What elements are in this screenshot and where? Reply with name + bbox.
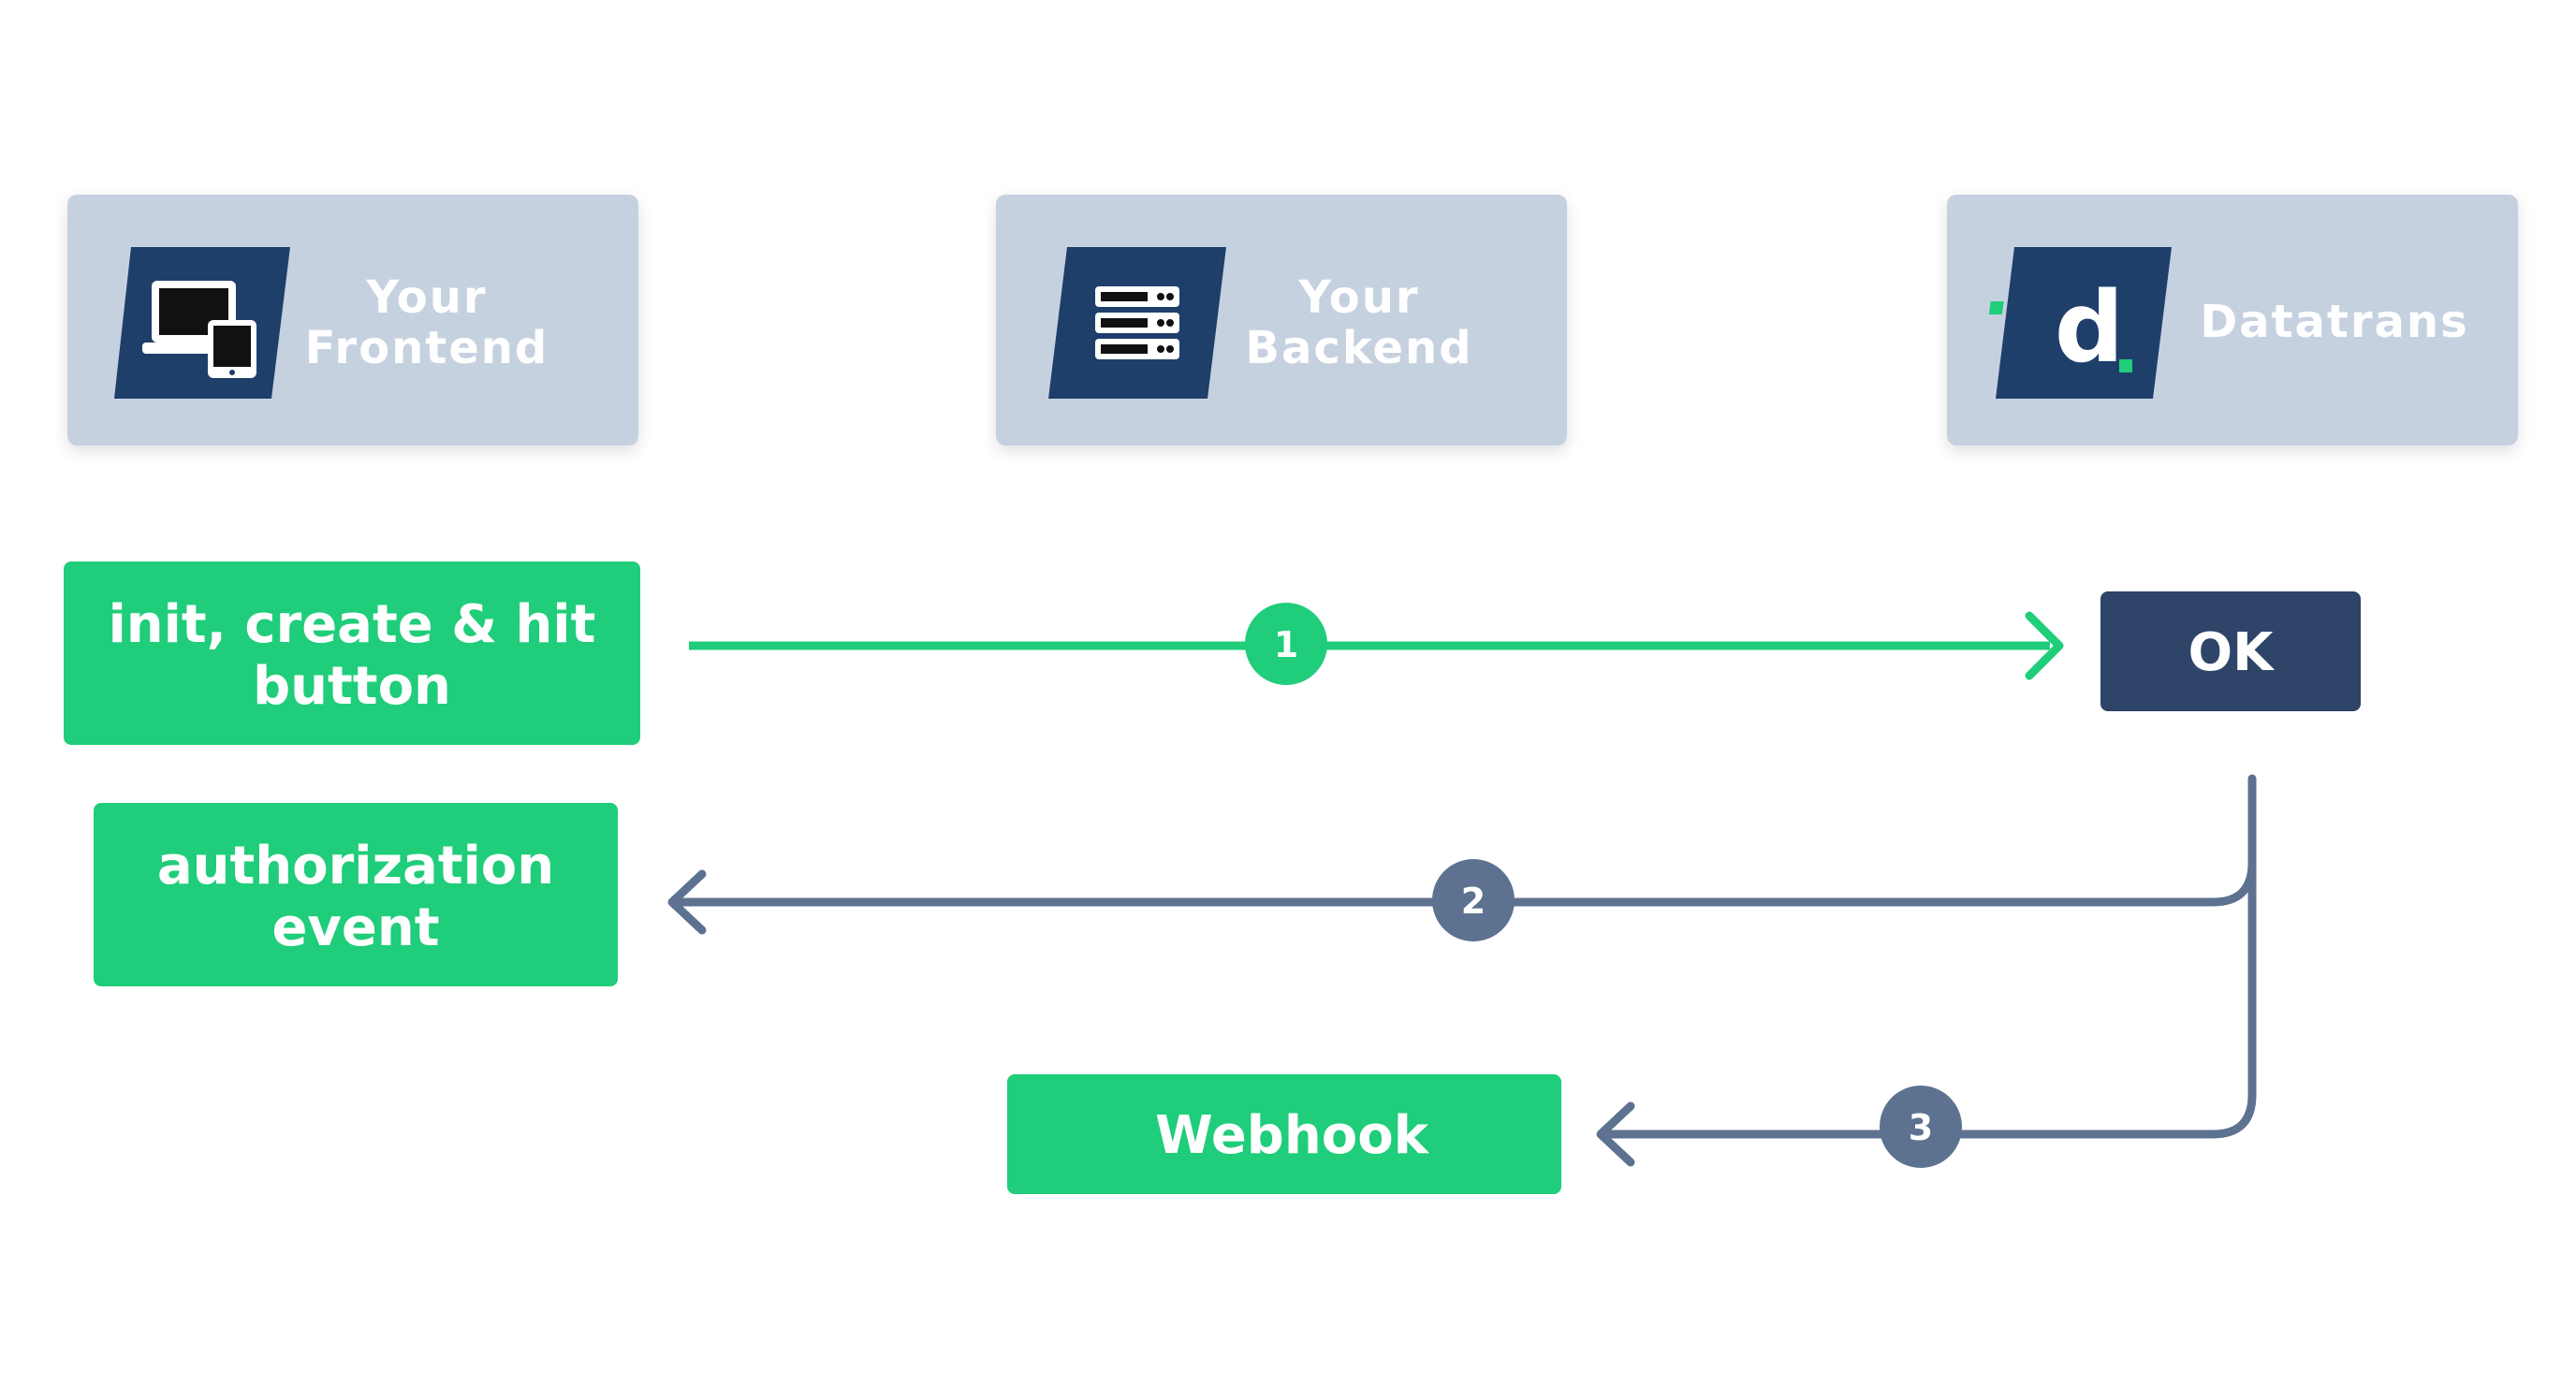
flow-2-number: 2 bbox=[1461, 881, 1486, 922]
step-ok-label: OK bbox=[2188, 622, 2276, 683]
step-authorization-label-line2: event bbox=[271, 897, 439, 958]
step-webhook: Webhook bbox=[1007, 1074, 1561, 1194]
step-webhook-label: Webhook bbox=[1155, 1105, 1430, 1166]
step-webhook-box bbox=[1007, 1074, 1561, 1194]
devices-icon bbox=[114, 247, 290, 399]
datatrans-logo-icon: d bbox=[1988, 247, 2172, 399]
step-init: init, create & hit button bbox=[64, 561, 640, 745]
step-init-label-line1: init, create & hit bbox=[109, 594, 596, 655]
flow-3-line bbox=[1602, 838, 2257, 1139]
flow-3-badge bbox=[1880, 1086, 1962, 1168]
actor-backend-label-line2: Backend bbox=[1245, 322, 1472, 374]
step-init-label-line2: button bbox=[253, 656, 451, 717]
actor-datatrans: d Datatrans bbox=[1947, 195, 2518, 445]
flow-3-number: 3 bbox=[1909, 1107, 1933, 1148]
step-authorization-label-line1: authorization bbox=[157, 836, 554, 897]
step-authorization: authorization event bbox=[94, 803, 618, 986]
actor-frontend-label-line2: Frontend bbox=[305, 322, 549, 374]
actor-backend: Your Backend bbox=[996, 195, 1567, 445]
datatrans-logo-letter: d bbox=[2055, 270, 2124, 385]
flow-1-arrow: 1 bbox=[689, 603, 2064, 685]
flow-3-arrowhead bbox=[1596, 1101, 1635, 1167]
flow-2-arrowhead bbox=[667, 869, 707, 935]
flow-3-arrow: 3 bbox=[1596, 838, 2257, 1168]
actor-datatrans-label: Datatrans bbox=[2200, 296, 2468, 348]
actor-frontend: Your Frontend bbox=[67, 195, 638, 445]
step-ok: OK bbox=[2100, 591, 2361, 711]
actor-frontend-label-line1: Your bbox=[365, 271, 487, 324]
step-authorization-box bbox=[94, 803, 618, 986]
flow-1-arrowhead bbox=[2025, 611, 2064, 680]
flow-1-number: 1 bbox=[1274, 624, 1298, 665]
server-icon bbox=[1048, 247, 1226, 399]
actor-backend-label-line1: Your bbox=[1297, 271, 1419, 324]
flow-2-badge bbox=[1432, 859, 1515, 941]
flow-1-badge bbox=[1245, 603, 1327, 685]
flow-2-arrow: 2 bbox=[667, 774, 2257, 941]
step-init-box bbox=[64, 561, 640, 745]
step-ok-box bbox=[2100, 591, 2361, 711]
